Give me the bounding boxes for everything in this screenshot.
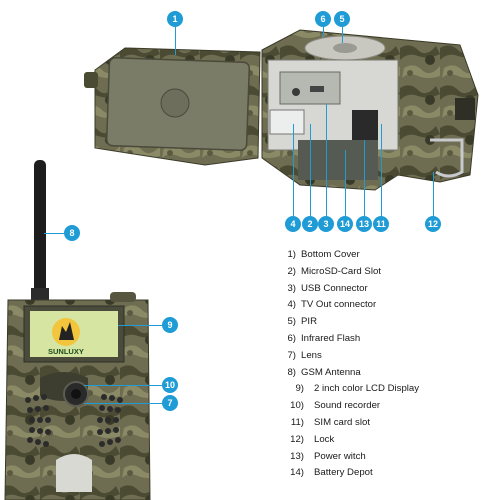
legend-number: 1) (287, 249, 296, 260)
callout-5: 5 (334, 11, 350, 27)
legend-number: 9) (295, 383, 304, 395)
legend-number: 11) (290, 416, 304, 428)
legend-label: Lock (314, 433, 335, 445)
legend-number: 2) (287, 265, 296, 277)
callout-14: 14 (337, 216, 353, 232)
leader-line-4 (293, 124, 294, 216)
leader-line-7 (84, 403, 162, 404)
callout-6: 6 (315, 11, 331, 27)
callout-10: 10 (162, 377, 178, 393)
legend-label: MicroSD-Card Slot (301, 265, 381, 277)
brand-logo-text: SUNLUXY (48, 347, 84, 356)
leader-line-12 (433, 172, 434, 216)
bottom-cover (84, 47, 261, 166)
legend-item: 11) SIM card slot (275, 415, 495, 432)
legend-item: 4) TV Out connector (275, 297, 495, 314)
legend-label: Power witch (314, 450, 366, 462)
legend-item: 1) Bottom Cover (275, 247, 495, 264)
legend-label: SIM card slot (314, 416, 370, 428)
legend-label: TV Out connector (301, 299, 377, 311)
legend-item: 9) 2 inch color LCD Display (275, 381, 495, 398)
legend-number: 12) (290, 433, 304, 445)
legend-label: Sound recorder (314, 400, 381, 412)
callout-2: 2 (302, 216, 318, 232)
legend-number: 4) (287, 299, 296, 311)
callout-1: 1 (167, 11, 183, 27)
legend-item: 6) Infrared Flash (275, 331, 495, 348)
legend-item: 2) MicroSD-Card Slot (275, 264, 495, 281)
legend-label: GSM Antenna (301, 366, 361, 378)
legend-item: 3) USB Connector (275, 281, 495, 298)
leader-line-13 (364, 140, 365, 216)
legend-item: 5) PIR (275, 314, 495, 331)
callout-3: 3 (318, 216, 334, 232)
legend-item: 8) GSM Antenna (275, 365, 495, 382)
leader-line-11 (381, 124, 382, 216)
leader-line-2 (310, 124, 311, 216)
legend-label: Infrared Flash (301, 332, 361, 344)
leader-line-6 (323, 27, 324, 37)
legend-label: Battery Depot (314, 467, 373, 479)
legend-number: 3) (287, 282, 296, 294)
leader-line-9 (118, 325, 162, 326)
legend-item: 10) Sound recorder (275, 398, 495, 415)
callout-8: 8 (64, 225, 80, 241)
callout-11: 11 (373, 216, 389, 232)
callout-9: 9 (162, 317, 178, 333)
gsm-antenna (31, 160, 49, 300)
legend-label: Bottom Cover (301, 249, 360, 260)
leader-line-5 (342, 27, 343, 43)
callout-13: 13 (356, 216, 372, 232)
legend-item: 7) Lens (275, 348, 495, 365)
legend-label: Lens (301, 349, 322, 361)
legend-number: 7) (287, 349, 296, 361)
legend-item: 14) Battery Depot (275, 465, 495, 482)
camera-body-open (261, 29, 479, 191)
legend-item: 12) Lock (275, 432, 495, 449)
legend-number: 14) (290, 467, 304, 479)
legend-label: USB Connector (301, 282, 368, 294)
legend-label: PIR (301, 316, 317, 328)
legend-number: 13) (290, 450, 304, 462)
legend-number: 6) (287, 332, 296, 344)
legend-number: 5) (287, 316, 296, 328)
leader-line-10 (84, 385, 162, 386)
parts-legend: 1) Bottom Cover 2) MicroSD-Card Slot 3) USB… (275, 247, 495, 482)
leader-line-1 (175, 27, 176, 55)
legend-label: 2 inch color LCD Display (314, 383, 420, 395)
leader-line-8 (44, 233, 64, 234)
legend-number: 10) (290, 400, 304, 412)
callout-12: 12 (425, 216, 441, 232)
leader-line-14 (345, 150, 346, 216)
legend-number: 8) (287, 366, 296, 378)
callout-7: 7 (162, 395, 178, 411)
legend-item: 13) Power witch (275, 449, 495, 466)
camera-body-front: SUNLUXY (4, 292, 151, 500)
leader-line-3 (326, 104, 327, 216)
callout-4: 4 (285, 216, 301, 232)
